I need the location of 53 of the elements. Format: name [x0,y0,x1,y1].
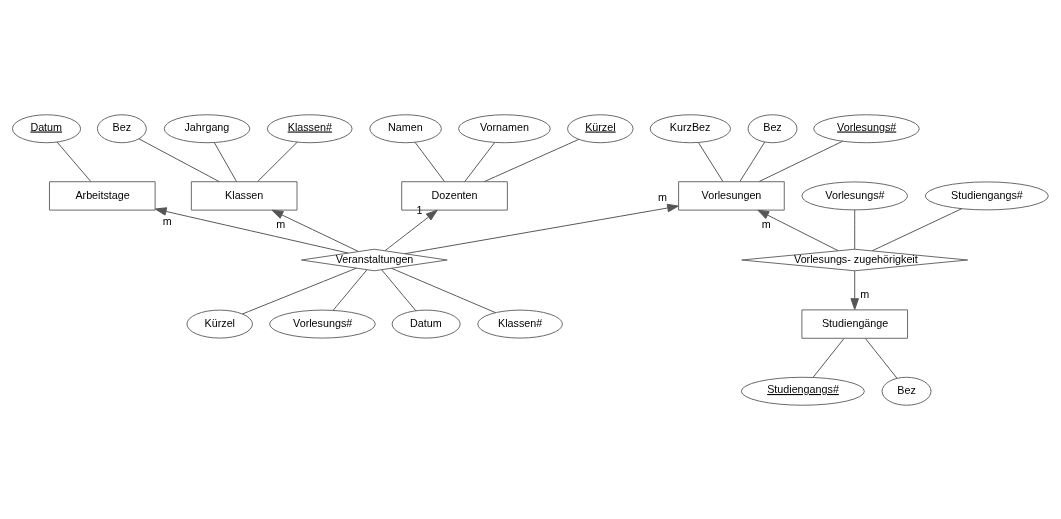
node-ellipse: Klassen# [266,113,353,143]
node-ellipse: Namen [369,113,442,143]
connector [483,138,580,182]
node-ellipse: Bez [747,113,798,143]
connector [697,141,724,182]
node-ellipse: Studiengangs# [740,376,865,406]
node-ellipse: Vorlesungs# [269,309,376,339]
arrow [850,269,859,310]
connector [414,141,445,182]
node-diamond: Veranstaltungen [300,248,448,271]
connector [257,141,298,182]
connector [381,268,417,311]
node-box: Vorlesungen [678,180,785,211]
connector [739,141,766,182]
node-ellipse: Klassen# [477,309,563,339]
connector [854,208,856,249]
node-ellipse: Vorlesungs# [813,113,920,143]
node-ellipse: Bez [881,376,932,406]
node-ellipse: KurzBez [649,113,731,143]
node-ellipse: Datum [391,309,461,339]
node-ellipse: Studiengangs# [924,180,1049,210]
node-ellipse: Vorlesungs# [801,180,908,210]
node-diamond: Vorlesungs- zugehörigkeit [741,248,969,271]
arrow [757,209,839,251]
node-box: Studiengänge [801,308,909,339]
arrow [154,206,349,254]
connector [391,267,497,313]
node-ellipse: Kürzel [567,113,634,143]
edge-label: m [860,287,870,300]
node-ellipse: Vornamen [458,113,551,143]
connector [213,141,238,182]
node-ellipse: Kürzel [186,309,253,339]
connector [138,137,220,182]
connector [464,141,496,182]
connector [812,337,845,378]
node-box: Arbeitstage [49,180,156,211]
node-ellipse: Bez [96,113,147,143]
edge-label: m [657,190,667,203]
connector [241,267,357,314]
arrow [271,209,359,252]
connector [864,337,898,379]
connector [758,140,844,182]
node-ellipse: Datum [12,113,82,143]
node-box: Klassen [190,180,298,211]
arrow [404,203,679,254]
connector [56,141,92,182]
edge-label: m [162,214,172,227]
arrow [384,209,438,251]
edge-label: m [276,217,286,230]
connector [332,268,368,311]
connector [871,207,963,251]
node-ellipse: Jahrgang [163,113,251,143]
edge-label: m [761,217,771,230]
